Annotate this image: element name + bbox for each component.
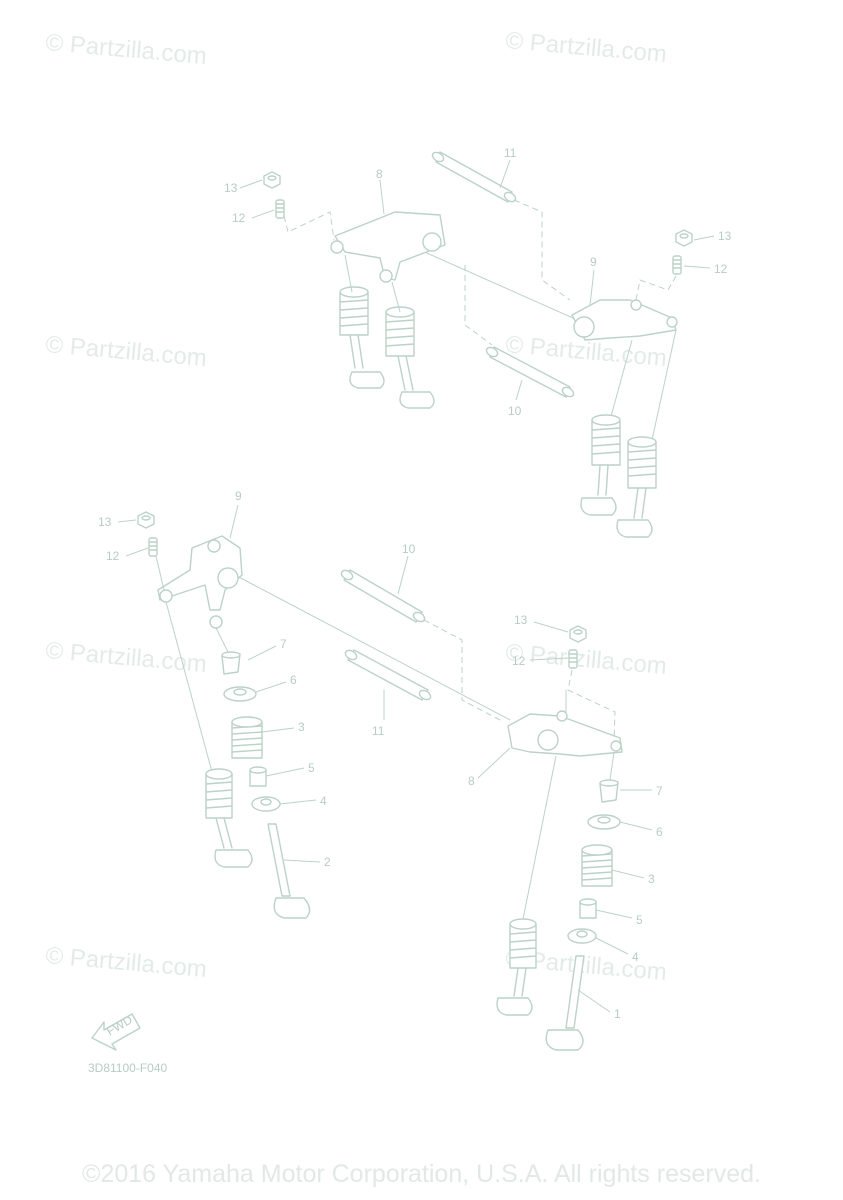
lower-assembly: 9 13 12 10 7 6 3 5 4 2 11 13 12 8 7 6 3 … <box>98 489 663 1051</box>
callout-7: 7 <box>280 637 287 651</box>
adjuster-screw-12-lower-right <box>568 649 578 669</box>
adjuster-screw-12-lower-left <box>148 537 158 557</box>
upper-assembly: 13 12 8 11 13 12 9 10 <box>224 146 732 538</box>
watermark: © Partzilla.com <box>504 639 667 680</box>
locknut-13-upper-left <box>263 171 281 189</box>
watermark: © Partzilla.com <box>504 27 667 68</box>
rocker-shaft-10-upper <box>485 346 575 398</box>
callout-3: 3 <box>648 872 655 886</box>
intake-valve-1 <box>545 955 585 1051</box>
spring-retainer-6-lower-right <box>587 814 621 830</box>
valve-spring-assembly-lower-right <box>509 918 537 969</box>
valve-keeper-7-lower-right <box>599 779 619 803</box>
valve-spring-3-lower-right <box>581 844 613 887</box>
valve-stem-seal-5-lower-right <box>579 898 597 919</box>
valve-spring-upper-d <box>627 436 657 489</box>
callout-6: 6 <box>290 673 297 687</box>
callout-7: 7 <box>656 784 663 798</box>
rocker-arm-9-lower <box>157 535 243 629</box>
callout-5: 5 <box>636 913 643 927</box>
valve-spring-upper-b <box>385 306 415 357</box>
spring-retainer-6-lower <box>223 686 257 702</box>
callout-2: 2 <box>324 855 331 869</box>
valve-spring-upper-a <box>339 286 369 336</box>
callout-13: 13 <box>514 613 528 627</box>
callout-11: 11 <box>372 724 385 738</box>
exhaust-valve-2 <box>267 823 311 919</box>
copyright-notice: ©2016 Yamaha Motor Corporation, U.S.A. A… <box>82 1160 761 1188</box>
spring-seat-4-lower-right <box>567 928 597 944</box>
valve-spring-3-lower <box>231 716 263 759</box>
valve-stem-seal-5-lower <box>249 766 267 787</box>
callout-13: 13 <box>98 515 112 529</box>
rocker-arm-8-upper <box>330 211 446 283</box>
callout-6: 6 <box>656 825 663 839</box>
watermark: © Partzilla.com <box>44 331 207 372</box>
callout-5: 5 <box>308 761 315 775</box>
callout-1: 1 <box>614 1007 621 1021</box>
callout-13: 13 <box>224 181 238 195</box>
watermarks: © Partzilla.com © Partzilla.com © Partzi… <box>44 27 667 986</box>
callout-13: 13 <box>718 229 732 243</box>
callout-8: 8 <box>468 774 475 788</box>
callout-4: 4 <box>632 950 639 964</box>
callout-12: 12 <box>106 549 120 563</box>
callout-3: 3 <box>298 720 305 734</box>
callout-12: 12 <box>232 211 246 225</box>
callout-11: 11 <box>504 146 517 160</box>
rocker-shaft-10-lower <box>340 569 426 623</box>
rocker-arm-9-upper <box>571 299 678 341</box>
watermark: © Partzilla.com <box>44 942 207 983</box>
spring-seat-4-lower <box>251 796 281 812</box>
callout-12: 12 <box>714 262 728 276</box>
valve-keeper-7-lower <box>221 651 241 675</box>
callout-4: 4 <box>320 794 327 808</box>
watermark: © Partzilla.com <box>44 637 207 678</box>
valve-spring-upper-c <box>591 414 621 466</box>
fwd-arrow-icon: FWD <box>91 1012 141 1051</box>
watermark: © Partzilla.com <box>44 29 207 70</box>
locknut-13-lower-left <box>137 511 155 529</box>
adjuster-screw-12-upper-right <box>672 255 682 275</box>
valve-spring-assembly-lower-left <box>205 768 233 819</box>
callout-9: 9 <box>590 255 597 269</box>
callout-9: 9 <box>235 489 242 503</box>
callout-8: 8 <box>376 167 383 181</box>
callout-12: 12 <box>512 654 526 668</box>
locknut-13-lower-right <box>569 625 587 643</box>
callout-10: 10 <box>508 404 522 418</box>
rocker-shaft-11-lower <box>344 649 432 701</box>
rocker-arm-8-lower <box>507 710 623 757</box>
callout-10: 10 <box>402 542 416 556</box>
figure-code: 3D81100-F040 <box>88 1061 167 1075</box>
locknut-13-upper-right <box>675 229 693 247</box>
adjuster-screw-12-upper-left <box>275 199 285 219</box>
